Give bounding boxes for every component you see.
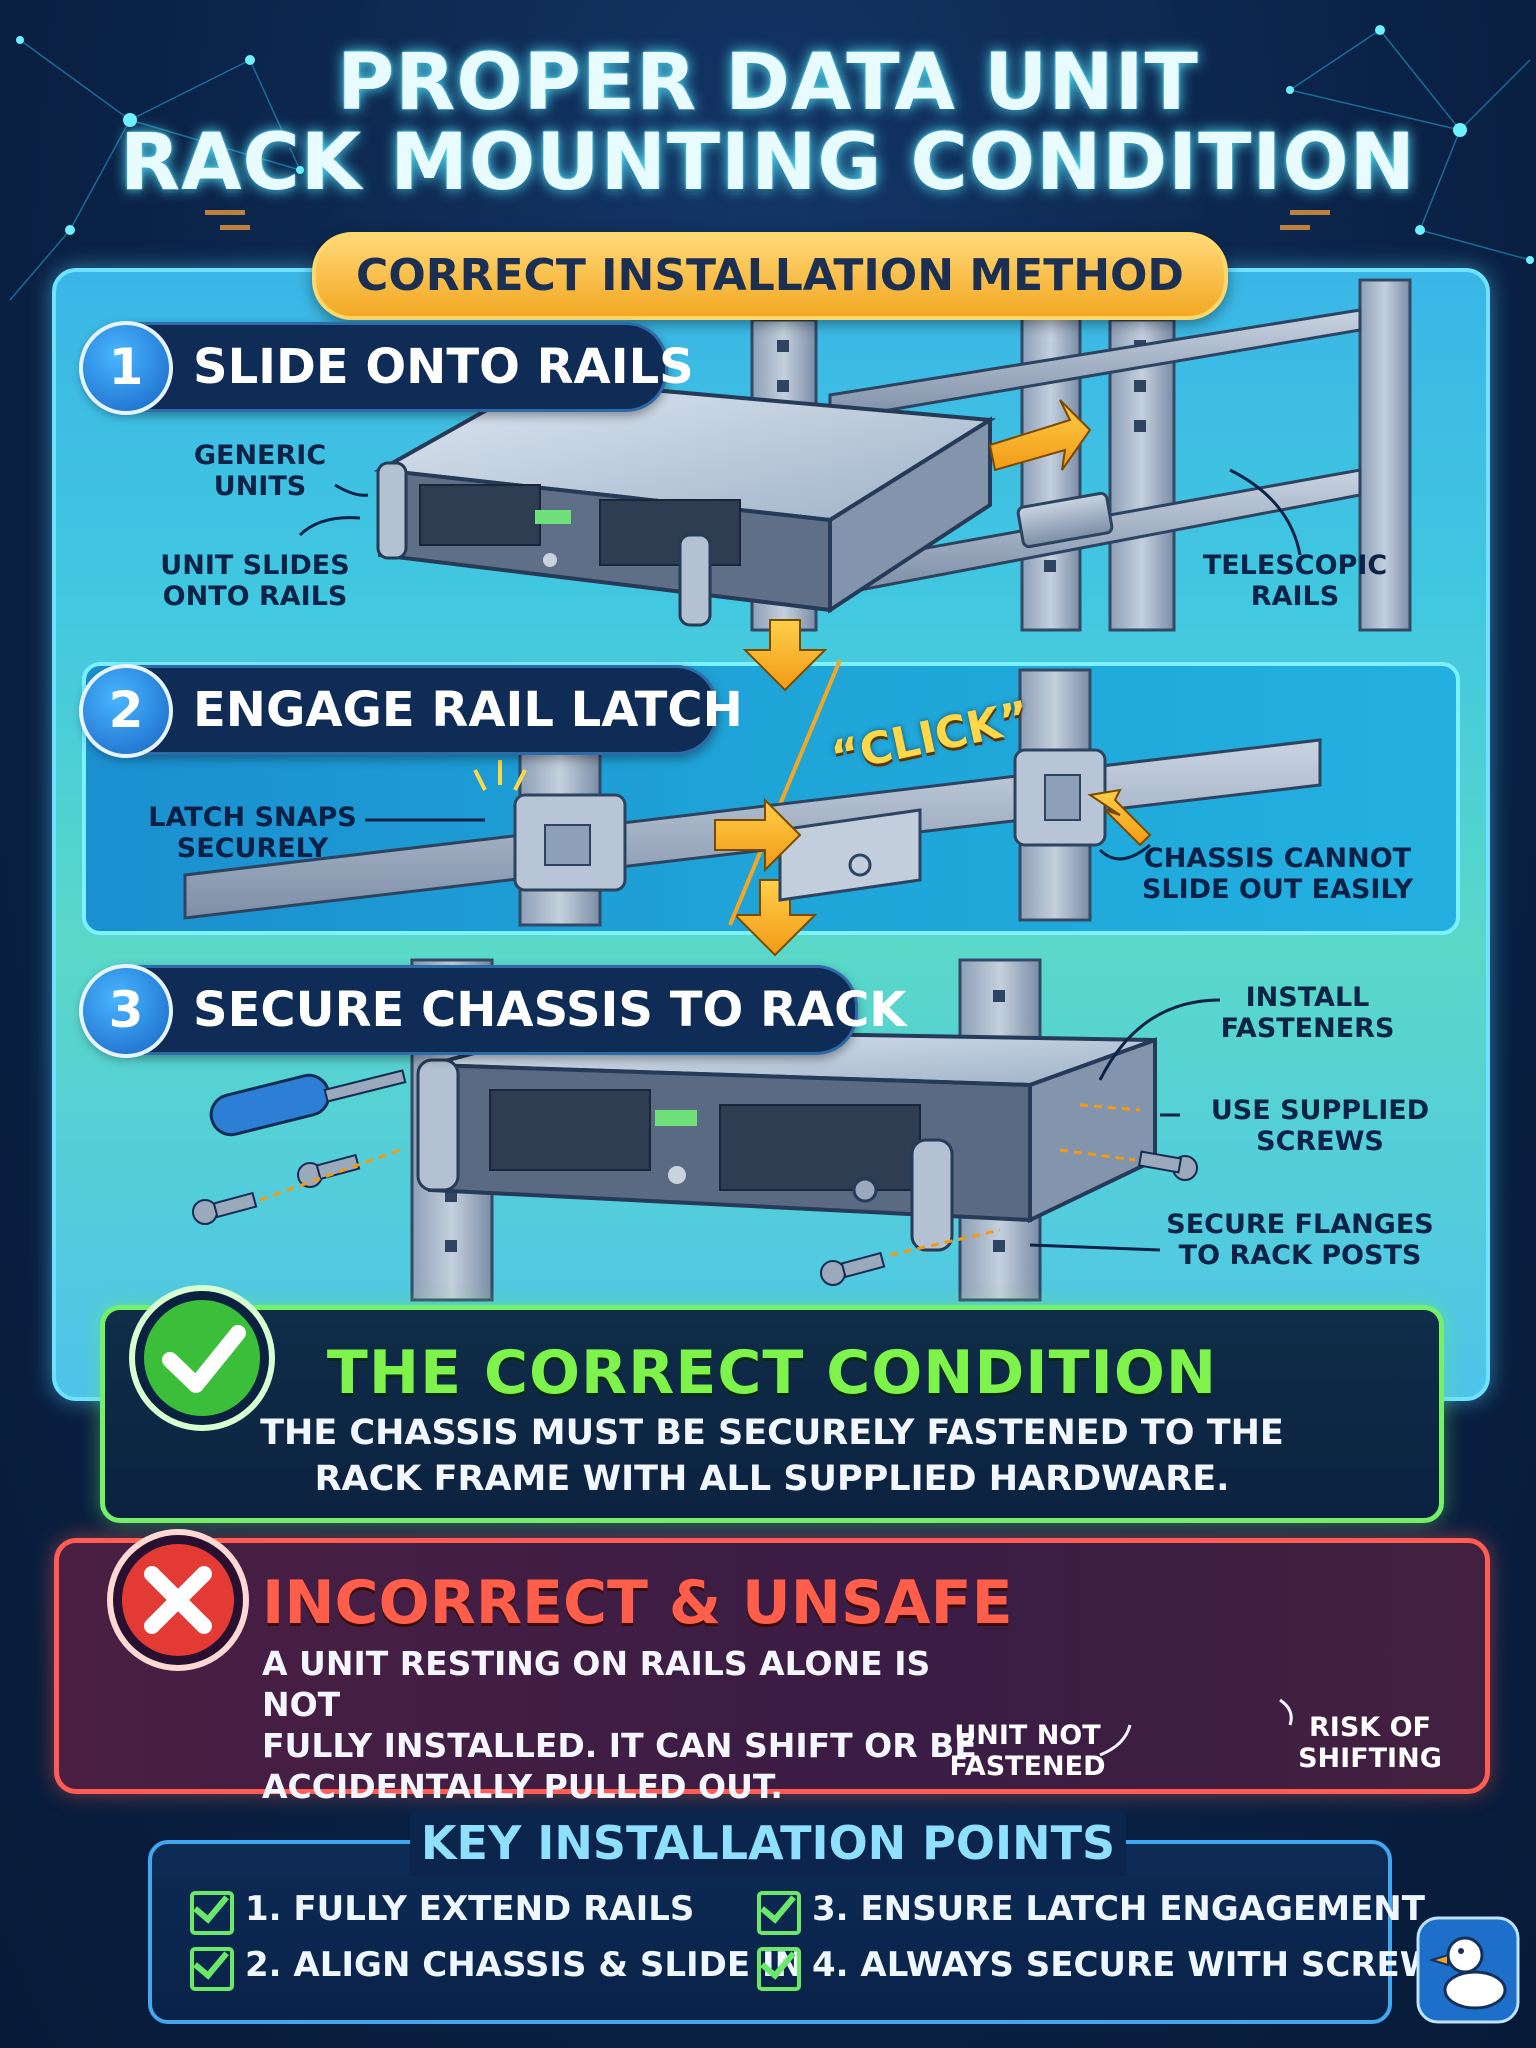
- step-2-title: ENGAGE RAIL LATCH: [193, 682, 743, 738]
- correct-condition-box: THE CORRECT CONDITION THE CHASSIS MUST B…: [100, 1305, 1444, 1523]
- key-point-2: 2. ALIGN CHASSIS & SLIDE IN: [245, 1945, 804, 1985]
- telescopic-rail: [828, 308, 1362, 592]
- page-title-line-2: RACK MOUNTING CONDITION: [120, 118, 1416, 208]
- step-3-header: 3 SECURE CHASSIS TO RACK: [79, 964, 906, 1058]
- key-point-4: 4. ALWAYS SECURE WITH SCREWS: [812, 1945, 1462, 1985]
- incorrect-description: A UNIT RESTING ON RAILS ALONE IS NOT FUL…: [262, 1644, 977, 1806]
- step-3-title: SECURE CHASSIS TO RACK: [193, 982, 907, 1038]
- slide-arrow: [988, 399, 1092, 472]
- down-arrow-1: [742, 619, 828, 692]
- incorrect-title: INCORRECT & UNSAFE: [262, 1568, 1013, 1638]
- rail-latch-assembly: [183, 738, 1322, 920]
- server-chassis-step-1: [373, 377, 997, 627]
- label-pointers: [298, 468, 1302, 1252]
- key-point-3: 3. ENSURE LATCH ENGAGEMENT: [812, 1889, 1425, 1929]
- step-1-header: 1 SLIDE ONTO RAILS: [79, 321, 694, 415]
- key-point-1: 1. FULLY EXTEND RAILS: [245, 1889, 695, 1929]
- step-1-number: 1: [79, 321, 173, 415]
- check-icon: [190, 1947, 234, 1991]
- step-3-number: 3: [79, 964, 173, 1058]
- correct-method-banner: CORRECT INSTALLATION METHOD: [312, 232, 1228, 320]
- step-2-header: 2 ENGAGE RAIL LATCH: [79, 664, 743, 758]
- step-2-number: 2: [79, 664, 173, 758]
- server-chassis-step-3: [416, 1027, 1157, 1252]
- correct-condition-description: THE CHASSIS MUST BE SECURELY FASTENED TO…: [260, 1413, 1284, 1499]
- key-points-title: KEY INSTALLATION POINTS: [410, 1810, 1126, 1876]
- page-title-line-1: PROPER DATA UNIT: [337, 38, 1199, 128]
- correct-condition-title: THE CORRECT CONDITION: [326, 1338, 1218, 1408]
- check-icon: [190, 1891, 234, 1935]
- screwdriver-icon: [209, 1069, 407, 1137]
- check-icon: [757, 1891, 801, 1935]
- check-icon: [757, 1947, 801, 1991]
- incorrect-unsafe-box: [54, 1538, 1490, 1794]
- step-1-title: SLIDE ONTO RAILS: [193, 339, 694, 395]
- rack-posts: [410, 278, 1412, 1302]
- screws-and-fasteners: [192, 1069, 1198, 1286]
